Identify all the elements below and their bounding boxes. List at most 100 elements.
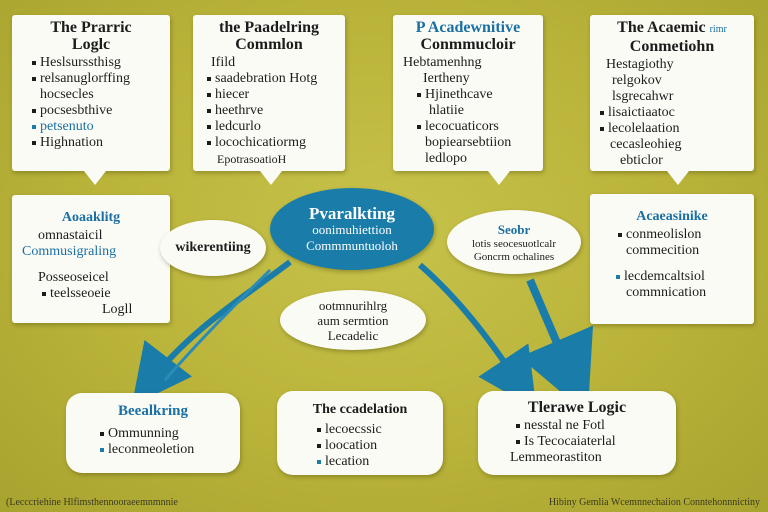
right-pill: Seobr lotis seocesuotlcalr Goncrm ochali… [447, 210, 581, 274]
list-item: hiecer [215, 87, 250, 102]
list-item: relgokov [612, 73, 662, 88]
top-card-1: The Prarric Loglc Heslsurssthisg relsanu… [12, 15, 170, 171]
list-item: hocsecles [40, 87, 94, 102]
bullet-icon [618, 232, 622, 237]
bullet-icon [207, 92, 211, 97]
right-pill-line-1: lotis seocesuotlcalr [471, 237, 556, 250]
left-pill: wikerentiing [160, 220, 266, 276]
list-item: ebticlor [620, 153, 663, 168]
list-item: heethrve [215, 103, 264, 118]
bullet-icon [317, 459, 321, 464]
bullet-icon [600, 126, 604, 131]
list-item: EpotrasoatioH [217, 152, 287, 166]
arrow-to-right-bottom [418, 262, 537, 410]
list-item: lecocuaticors [425, 119, 499, 134]
bottom-card-2-title: The ccadelation [312, 402, 408, 417]
bullet-icon [417, 92, 421, 97]
top-card-4: The Acaemic rimr Conmetiohn Hestagiothy … [590, 15, 754, 171]
list-item: commecition [626, 243, 700, 258]
bullet-icon [32, 140, 36, 145]
center-pill: ootmnurihlrg aum sermtion Lecadelic [280, 290, 426, 350]
center-pill-line-1: ootmnurihlrg [318, 297, 388, 313]
bullet-icon [616, 274, 620, 279]
bottom-card-1-title: Beealkring [118, 403, 188, 419]
list-item: ledlopo [425, 151, 467, 166]
right-pill-line-2: Goncrm ochalines [473, 250, 555, 263]
list-item: Hjinethcave [425, 87, 493, 102]
top-card-4-title-b: Conmetiohn [629, 38, 715, 55]
left-mid-card-title: Aoaaklitg [61, 210, 121, 225]
list-item: lecoecssic [325, 422, 382, 437]
bullet-icon [317, 443, 321, 448]
center-pill-line-2: aum sermtion [317, 312, 389, 328]
bullet-icon [32, 76, 36, 81]
top-card-3-title-b: Conmmucloir [420, 36, 516, 53]
list-item: Iertheny [423, 71, 470, 86]
list-item: conmeolislon [626, 227, 702, 242]
top-card-1-title-b: Loglc [71, 36, 111, 53]
list-item: lecolelaation [608, 121, 680, 136]
list-item: nesstal ne Fotl [524, 418, 605, 433]
footer-right-text: Hibiny Gemlia Wcemnnechaiion Conntehonnn… [548, 497, 760, 508]
bullet-icon [32, 108, 36, 113]
list-item: cecasleohieg [610, 137, 682, 152]
bullet-icon [207, 108, 211, 113]
right-pill-title: Seobr [497, 221, 531, 237]
bullet-icon [317, 427, 321, 432]
list-item: bopiearsebtiion [425, 135, 512, 150]
top-card-3-title-a: P Acadewnitive [415, 19, 521, 36]
bullet-icon [100, 431, 104, 436]
arrow-to-right-bottom-2 [519, 278, 594, 415]
bullet-icon [516, 439, 520, 444]
list-item: commnication [626, 285, 707, 300]
bullet-icon [42, 291, 46, 296]
center-node-line-1: oonimuhiettion [312, 221, 392, 237]
top-card-2: the Paadelring Commlon Ifild saadebratio… [193, 15, 345, 171]
top-card-3-tail [488, 171, 510, 185]
arrow-to-left-bottom [131, 259, 292, 406]
list-item: omnastaicil [38, 228, 103, 243]
right-mid-card-title: Acaeasinike [636, 209, 708, 224]
list-item: hlatiie [429, 103, 464, 118]
bullet-icon [32, 124, 36, 129]
top-card-4-title-a: The Acaemic [617, 19, 706, 36]
center-pill-line-3: Lecadelic [327, 327, 379, 343]
top-card-1-title-a: The Prarric [50, 19, 132, 36]
list-item: lsgrecahwr [612, 89, 674, 104]
footer-left-text: (Lecccriehine Hlfimsthennooraeemnmnnie [6, 497, 178, 508]
list-item: Logll [102, 302, 133, 317]
top-card-2-title-a: the Paadelring [219, 19, 319, 36]
top-card-2-title-b: Commlon [235, 36, 303, 53]
list-item: petsenuto [40, 119, 94, 134]
list-item: Heslsurssthisg [40, 55, 121, 70]
list-item: ledcurlo [215, 119, 261, 134]
list-item: Highnation [40, 135, 103, 150]
list-item: teelsseoeie [50, 286, 111, 301]
arrow-to-left-bottom-2 [163, 268, 272, 381]
center-node: Pvaralkting oonimuhiettion Commmuntuoloh [270, 188, 434, 270]
bottom-card-3: Tlerawe Logic nesstal ne Fotl Is Tecocai… [478, 391, 676, 475]
list-item: Hebtamenhng [403, 55, 482, 70]
top-card-1-tail [84, 171, 106, 185]
top-card-4-title-note: rimr [709, 24, 727, 35]
list-item: relsanuglorffing [40, 71, 130, 86]
list-item: Ifild [211, 55, 236, 70]
top-card-2-tail [260, 171, 282, 185]
bottom-card-1: Beealkring Ommunning leconmeoletion [66, 393, 240, 473]
bullet-icon [207, 140, 211, 145]
bullet-icon [600, 110, 604, 115]
list-item: lecdemcaltsiol [624, 269, 705, 284]
list-item: loocation [325, 438, 378, 453]
list-item: lisaictiaatoc [608, 105, 675, 120]
list-item: Commusigraling [22, 244, 117, 259]
bullet-icon [207, 124, 211, 129]
list-item: pocsesbthive [40, 103, 113, 118]
list-item: leconmeoletion [108, 442, 195, 457]
left-pill-text: wikerentiing [175, 240, 251, 255]
center-node-title: Pvaralkting [309, 203, 395, 223]
right-mid-card: Acaeasinike conmeolislon commecition lec… [590, 194, 754, 324]
list-item: saadebration Hotg [215, 71, 318, 86]
bullet-icon [207, 76, 211, 81]
top-card-4-tail [667, 171, 689, 185]
